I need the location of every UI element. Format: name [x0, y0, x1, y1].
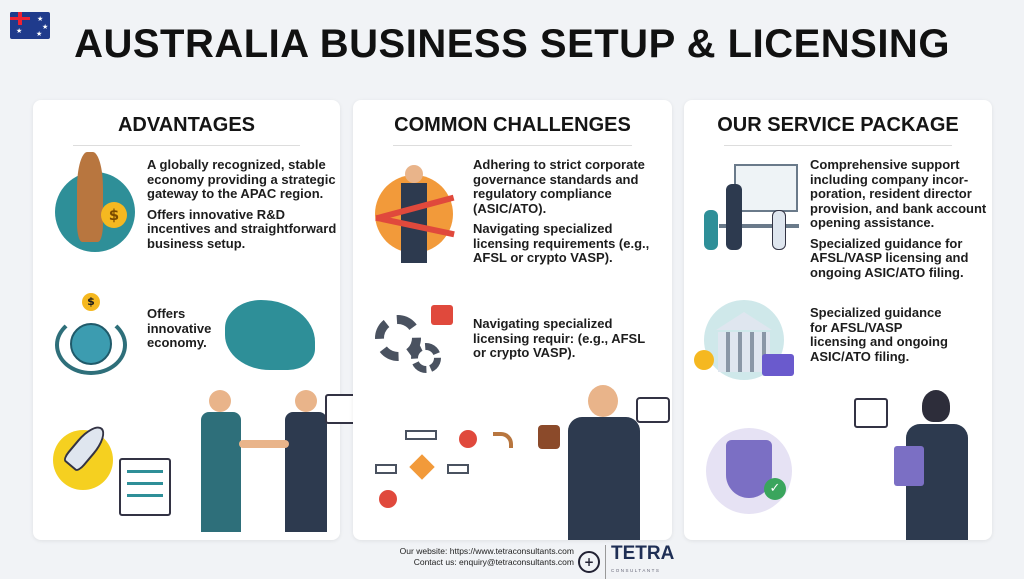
- challenge-item: Navigating specialized licensing requir:…: [473, 316, 645, 360]
- shield-check-icon: ✓: [706, 428, 792, 514]
- gears-lock-icon: [375, 305, 455, 375]
- advantages-card: ADVANTAGES $ A globally recognized, stab…: [33, 100, 359, 540]
- team-meeting-icon: [694, 164, 799, 254]
- challenges-card: COMMON CHALLENGES Adhering to strict cor…: [353, 100, 672, 540]
- service-item: Specialized guidance for AFSL/VASP licen…: [810, 235, 969, 280]
- businesswoman-clipboard-icon: [854, 390, 984, 540]
- australia-flag-icon: ★ ★ ★ ★: [10, 12, 50, 39]
- checklist-icon: [119, 458, 171, 516]
- website-link[interactable]: Our website: https://www.tetraconsultant…: [399, 546, 574, 556]
- flowchart-icon: [375, 430, 477, 515]
- kangaroo-money-bag-icon: $: [55, 152, 135, 252]
- handshake-businessmen-icon: [201, 390, 341, 538]
- card-heading: ADVANTAGES: [117, 114, 256, 136]
- challenge-item: Adhering to strict corporate governance …: [473, 157, 645, 216]
- card-heading: OUR SERVICE PACKAGE: [717, 114, 959, 136]
- divider: [73, 145, 300, 146]
- footer-contact: Our website: https://www.tetraconsultant…: [400, 546, 574, 568]
- page-title: AUSTRALIA BUSINESS SETUP & LICENSING: [74, 22, 950, 66]
- challenge-item: Navigating specialized licensing require…: [473, 221, 650, 265]
- brand-name: TETRA: [611, 543, 675, 564]
- advantage-item: A globally recognized, stable economy pr…: [147, 157, 336, 201]
- tetra-logo: + TETRA CONSULTANTS: [578, 543, 675, 579]
- asia-map-icon: [225, 300, 315, 370]
- divider: [393, 145, 632, 146]
- service-package-card: OUR SERVICE PACKAGE Comprehensive suppor…: [684, 100, 992, 540]
- advantage-item: Offers innovative R&D incentives and str…: [147, 206, 337, 251]
- contact-email-link[interactable]: Contact us: enquiry@tetraconsultants.com: [413, 557, 574, 567]
- advantage-item: Offers innovative economy.: [147, 306, 212, 350]
- tetra-logo-icon: +: [578, 551, 600, 573]
- service-item: Specialized guidance for AFSL/VASP licen…: [810, 305, 948, 364]
- service-item: Comprehensive support including company …: [810, 157, 987, 230]
- card-heading: COMMON CHALLENGES: [394, 114, 631, 136]
- boomerang-icon: [493, 432, 513, 448]
- businessman-stamp-icon: [538, 385, 670, 540]
- businessman-red-tape-icon: [375, 165, 455, 263]
- bank-building-icon: [694, 300, 794, 380]
- divider: [724, 145, 952, 146]
- rocket-icon: [53, 420, 113, 490]
- brand-subtitle: CONSULTANTS: [611, 568, 661, 573]
- globe-laurel-dollar-icon: $: [55, 293, 127, 385]
